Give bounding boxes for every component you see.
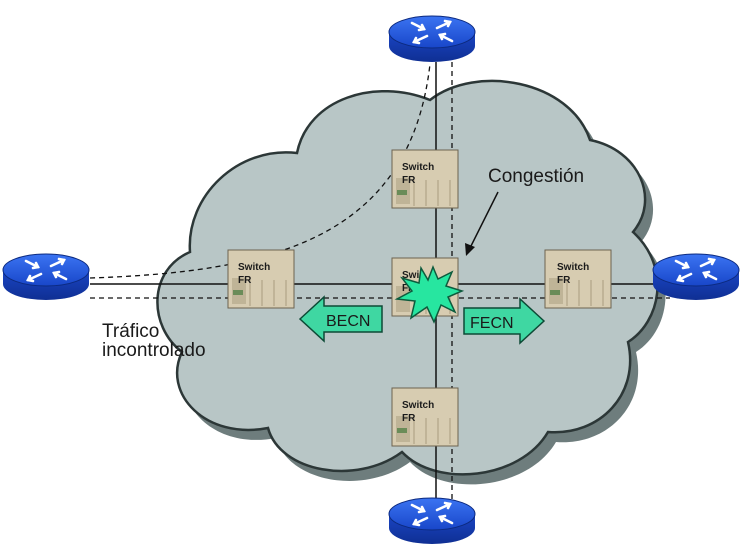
fecn-arrow-shape [463,297,546,345]
switch-top-label-1: Switch [402,162,434,173]
switch-left: Switch FR [227,249,295,309]
router-icon [24,257,68,283]
switch-bottom-label-2: FR [402,413,416,424]
switch-bottom-label-1: Switch [402,400,434,411]
becn-label: BECN [326,313,370,330]
uncontrolled-traffic-label-2: incontrolado [102,340,206,361]
switch-top: Switch FR [391,149,459,209]
switch-bottom: Switch FR [391,387,459,447]
fecn-arrow: FECN [463,297,546,345]
congestion-pointer [465,191,499,256]
switch-right-label-2: FR [557,275,571,286]
router-icon [410,19,454,45]
switch-right: Switch FR [544,249,612,309]
router-icon [410,501,454,527]
becn-arrow: BECN [298,295,383,343]
router-left [2,253,90,300]
router-bottom [388,497,476,544]
fecn-label: FECN [470,315,514,332]
becn-arrow-shape [298,295,383,343]
congestion-label: Congestión [488,166,584,187]
switch-left-label-2: FR [238,275,252,286]
router-top [388,15,476,62]
switch-right-label-1: Switch [557,262,589,273]
switch-left-label-1: Switch [238,262,270,273]
congestion-burst-icon [394,264,465,324]
switch-center-label-2: FR [402,283,416,294]
uncontrolled-traffic-label-1: Tráfico [102,321,159,342]
switch-center-label-1: Swi [402,270,419,281]
switch-top-label-2: FR [402,175,416,186]
router-right [652,253,740,300]
router-icon [674,257,718,283]
